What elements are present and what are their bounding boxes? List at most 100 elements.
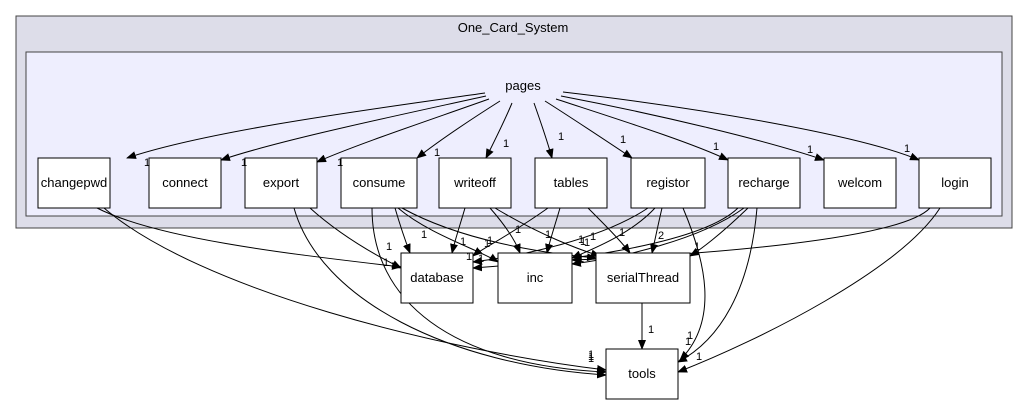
edge-pages-to-tables (533, 102, 554, 159)
node-inc[interactable]: inc (497, 252, 573, 304)
edge-recharge-to-tools (677, 207, 758, 363)
pages-title[interactable]: pages (505, 78, 541, 93)
edge-recharge-to-inc (571, 207, 745, 267)
edge-consume-to-inc (397, 207, 499, 263)
edge-label-writeoff-to-database: 1 (460, 236, 466, 248)
node-login[interactable]: login (918, 157, 992, 209)
node-database[interactable]: database (400, 252, 474, 304)
node-label-writeoff: writeoff (453, 175, 496, 190)
edge-label-export-to-tools: 1 (588, 349, 594, 361)
edge-pages-to-consume (416, 100, 501, 159)
node-label-inc: inc (527, 270, 544, 285)
node-box-registor[interactable] (630, 157, 706, 209)
edge-label-recharge-to-tools: 1 (687, 330, 693, 342)
edge-pages-to-writeoff (485, 102, 513, 159)
node-tables[interactable]: tables (534, 157, 608, 209)
edge-label-export-to-database: 1 (386, 241, 392, 253)
edge-label-writeoff-to-inc: 1 (515, 224, 521, 236)
node-box-login[interactable] (918, 157, 992, 209)
edge-label-consume-to-tools: 1 (588, 351, 594, 363)
node-connect[interactable]: connect (148, 157, 222, 209)
edge-export-to-database (309, 207, 402, 269)
edge-label-tables-to-inc: 1 (545, 229, 551, 241)
node-label-recharge: recharge (738, 175, 789, 190)
edge-label-recharge-to-inc: 1 (578, 253, 584, 265)
edge-label-pages-to-changepwd: 1 (144, 157, 150, 169)
edge-layer (96, 91, 941, 379)
edge-login-to-tools (677, 207, 941, 373)
node-box-recharge[interactable] (727, 157, 801, 209)
edge-consume-to-tools (371, 207, 607, 376)
node-welcom[interactable]: welcom (823, 157, 897, 209)
edge-export-to-tools (293, 207, 607, 379)
edge-registor-to-serialThread (650, 207, 663, 254)
edge-writeoff-to-inc (489, 207, 521, 254)
node-label-login: login (941, 175, 968, 190)
edge-tables-to-serialThread (587, 207, 631, 254)
edge-label-login-to-inc: 1 (590, 231, 596, 243)
edge-pages-to-registor (544, 100, 633, 159)
node-box-writeoff[interactable] (438, 157, 512, 209)
node-box-connect[interactable] (148, 157, 222, 209)
node-writeoff[interactable]: writeoff (438, 157, 512, 209)
edge-writeoff-to-serialThread (494, 207, 601, 258)
edge-pages-to-login (562, 91, 920, 161)
edge-label-pages-to-welcom: 1 (807, 144, 813, 156)
edge-registor-to-inc (571, 207, 656, 259)
edge-label-writeoff-to-serialThread: 1 (580, 236, 586, 248)
edge-label-consume-to-serialThread: 1 (578, 234, 584, 246)
edge-label-pages-to-connect: 1 (241, 157, 247, 169)
node-export[interactable]: export (244, 157, 318, 209)
node-box-tools[interactable] (605, 348, 679, 400)
node-box-export[interactable] (244, 157, 318, 209)
edge-label-registor-to-database: 1 (466, 251, 472, 263)
edge-registor-to-tools (679, 207, 706, 361)
edge-writeoff-to-database (450, 207, 466, 254)
node-label-tables: tables (554, 175, 589, 190)
node-box-consume[interactable] (340, 157, 418, 209)
node-box-serialThread[interactable] (595, 252, 691, 304)
edge-changepwd-to-tools (103, 207, 607, 373)
edge-label-registor-to-serialThread: 2 (658, 230, 664, 242)
node-recharge[interactable]: recharge (727, 157, 801, 209)
node-box-welcom[interactable] (823, 157, 897, 209)
edge-label-pages-to-writeoff: 1 (503, 138, 509, 150)
node-layer: changepwd connect export consume writeoff tab… (37, 157, 992, 400)
edge-consume-to-database (394, 207, 411, 254)
edge-label-pages-to-recharge: 1 (713, 141, 719, 153)
node-consume[interactable]: consume (340, 157, 418, 209)
node-label-connect: connect (162, 175, 208, 190)
node-serialThread[interactable]: serialThread (595, 252, 691, 304)
edge-label-pages-to-tables: 1 (558, 131, 564, 143)
node-label-serialThread: serialThread (607, 270, 679, 285)
node-label-database: database (410, 270, 464, 285)
edge-label-serialThread-to-tools: 1 (648, 324, 654, 336)
node-box-database[interactable] (400, 252, 474, 304)
edge-label-changepwd-to-database: 1 (383, 257, 389, 269)
node-label-registor: registor (646, 175, 690, 190)
node-changepwd[interactable]: changepwd (37, 157, 111, 209)
edge-label-pages-to-registor: 1 (620, 134, 626, 146)
edge-label-pages-to-login: 1 (904, 143, 910, 155)
edge-registor-to-database (472, 207, 649, 265)
node-registor[interactable]: registor (630, 157, 706, 209)
node-label-changepwd: changepwd (41, 175, 108, 190)
edge-label-pages-to-consume: 1 (434, 147, 440, 159)
edge-pages-to-recharge (555, 98, 729, 161)
edge-label-tables-to-serialThread: 1 (619, 227, 625, 239)
edge-label-pages-to-export: 1 (337, 157, 343, 169)
outer-cluster-title: One_Card_System (458, 20, 569, 35)
node-box-tables[interactable] (534, 157, 608, 209)
node-label-consume: consume (353, 175, 406, 190)
edge-label-registor-to-inc: 1 (584, 237, 590, 249)
node-box-changepwd[interactable] (37, 157, 111, 209)
edge-changepwd-to-database (96, 207, 402, 270)
edge-pages-to-welcom (560, 95, 825, 161)
node-box-inc[interactable] (497, 252, 573, 304)
node-tools[interactable]: tools (605, 348, 679, 400)
edge-tables-to-database (472, 207, 549, 257)
node-label-welcom: welcom (837, 175, 882, 190)
edge-label-consume-to-database: 1 (421, 229, 427, 241)
edge-label-changepwd-to-tools: 1 (588, 353, 594, 365)
